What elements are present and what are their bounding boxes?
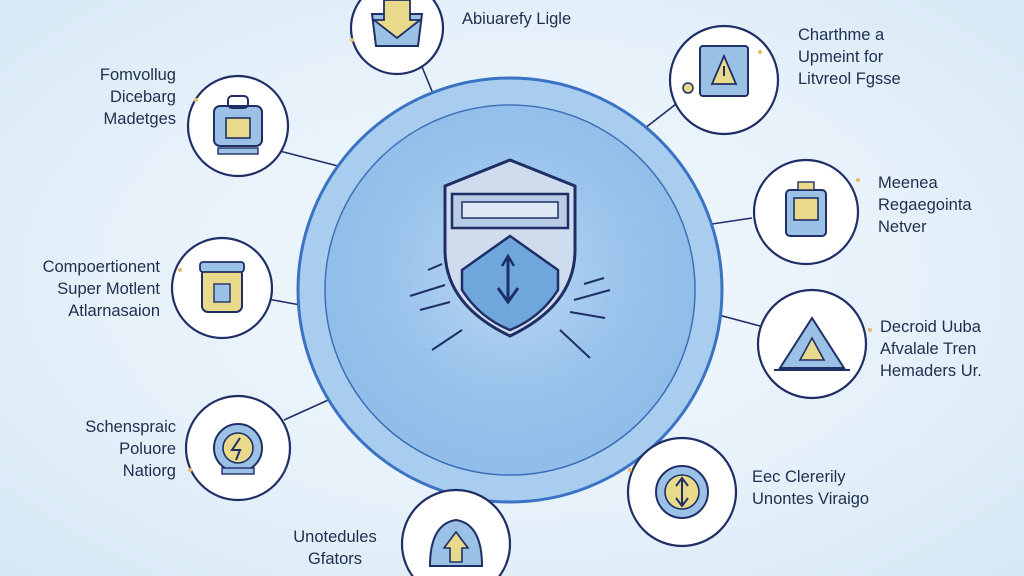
label-line: Upmeint for [798,48,884,66]
label-line: Regaegointa [878,196,972,214]
label-lower-right: Eec Clererily Unontes Viraigo [752,466,869,510]
label-line: Afvalale Tren [880,340,977,358]
label-left: Compoertionent Super Motlent Atlarnasaio… [10,256,160,322]
label-line: Dicebarg [109,88,176,106]
node-right-lower [756,288,868,400]
label-line: Poluore [119,440,176,458]
node-upper-left [186,74,290,178]
label-line: Fomvollug [99,66,176,84]
label-right-upper: Meenea Regaegointa Netver [878,172,972,238]
label-line: Schenspraic [85,418,176,436]
label-line: Netver [878,218,927,236]
label-line: Super Motlent [57,280,160,298]
label-top: Abiuarefy Ligle [462,8,571,30]
central-hub [296,76,724,504]
node-left [170,236,274,340]
connector-right-upper [711,217,753,225]
node-lower-right [626,436,738,548]
label-line: Madetges [103,110,176,128]
label-line: Eec Clererily [752,468,846,486]
secure-jar-icon [199,261,245,313]
sparkle-dots [178,38,872,472]
shield-download-icon [443,158,577,338]
badge-bolt-icon [213,423,263,475]
node-upper-right [668,24,780,136]
label-line: Litvreol Fgsse [798,70,901,88]
label-line: Decroid Uuba [880,318,981,336]
backpack-lock-icon [213,95,263,155]
label-line: Compoertionent [42,258,160,276]
node-lower-left [184,394,292,502]
label-upper-right: Charthme a Upmeint for Litvreol Fgsse [798,24,901,90]
transfer-arrows-icon [655,465,709,519]
node-top [349,0,445,76]
label-line: Unotedules [293,528,377,546]
node-right-upper [752,158,860,266]
label-line: Natiorg [122,462,176,480]
label-right-lower: Decroid Uuba Afvalale Tren Hemaders Ur. [880,316,982,382]
warning-window-icon [682,45,749,97]
label-upper-left: Fomvollug Dicebarg Madetges [40,64,176,130]
motion-lines [409,263,611,359]
label-line: Gfators [307,550,363,568]
download-box-icon [370,0,424,47]
upload-dome-icon [428,518,484,567]
alert-triangle-icon [774,316,850,371]
label-lower-left: Schenspraic Poluore Natiorg [40,416,176,482]
device-lock-icon [785,181,827,237]
label-line: Atlarnasaion [68,302,160,320]
label-line: Unontes Viraigo [752,490,870,508]
label-line: Charthme a [798,26,885,44]
label-line: Hemaders Ur. [880,362,982,380]
label-line: Meenea [878,174,938,192]
label-line: Abiuarefy Ligle [462,10,572,28]
node-bottom [400,488,512,576]
label-bottom: Unotedules Gfators [280,526,390,570]
